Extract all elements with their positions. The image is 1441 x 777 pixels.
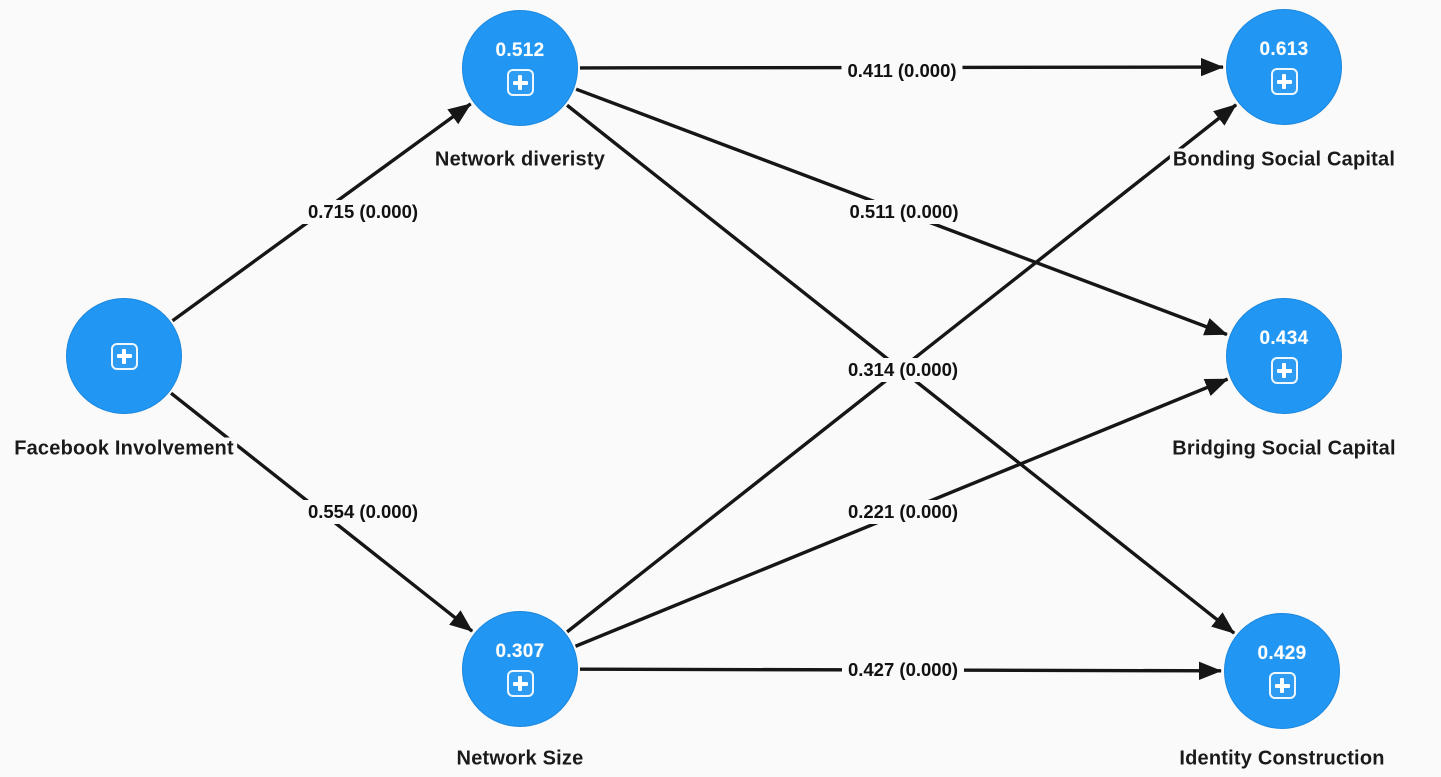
expand-plus-icon[interactable] <box>506 670 534 697</box>
r-squared-value: 0.307 <box>495 641 545 662</box>
plus-icon-bar <box>1282 363 1286 378</box>
expand-plus-icon[interactable] <box>1268 672 1296 699</box>
path-coefficient-label-network-size-to-bridging-social-capital[interactable]: 0.221 (0.000) <box>841 500 965 524</box>
latent-variable-node-bridging-social-capital[interactable]: 0.434 <box>1226 298 1342 414</box>
expand-plus-icon[interactable] <box>506 69 534 96</box>
latent-variable-node-network-size[interactable]: 0.307 <box>462 611 578 727</box>
latent-variable-node-bonding-social-capital[interactable]: 0.613 <box>1226 9 1342 125</box>
plus-icon-bar <box>518 676 522 691</box>
node-label-bonding-social-capital: Bonding Social Capital <box>1169 148 1399 172</box>
plus-icon-bar <box>518 75 522 90</box>
r-squared-value: 0.429 <box>1257 643 1307 664</box>
path-coefficient-label-network-diversity-to-bridging-social-capital[interactable]: 0.511 (0.000) <box>843 200 965 224</box>
path-coefficient-label-network-size-to-identity-construction[interactable]: 0.427 (0.000) <box>841 658 965 682</box>
plus-icon-bar <box>1280 678 1284 693</box>
path-coefficient-label-network-diversity-to-bonding-social-capital[interactable]: 0.411 (0.000) <box>841 59 963 83</box>
node-label-network-diversity: Network diveristy <box>431 148 609 172</box>
path-coefficient-label-facebook-involvement-to-network-diversity[interactable]: 0.715 (0.000) <box>301 200 425 224</box>
expand-plus-icon[interactable] <box>110 342 138 370</box>
expand-plus-icon[interactable] <box>1270 68 1298 95</box>
latent-variable-node-network-diversity[interactable]: 0.512 <box>462 10 578 126</box>
node-label-identity-construction: Identity Construction <box>1176 747 1388 771</box>
r-squared-value: 0.434 <box>1259 328 1309 349</box>
latent-variable-node-identity-construction[interactable]: 0.429 <box>1224 613 1340 729</box>
node-label-network-size: Network Size <box>453 747 587 771</box>
r-squared-value: 0.512 <box>495 40 545 61</box>
path-coefficient-label-network-size-to-bonding-social-capital[interactable]: 0.314 (0.000) <box>841 358 965 382</box>
expand-plus-icon[interactable] <box>1270 357 1298 384</box>
node-label-bridging-social-capital: Bridging Social Capital <box>1169 437 1399 461</box>
path-coefficient-label-facebook-involvement-to-network-size[interactable]: 0.554 (0.000) <box>301 500 425 524</box>
r-squared-value: 0.613 <box>1259 39 1309 60</box>
node-label-facebook-involvement: Facebook Involvement <box>11 437 237 461</box>
plus-icon-bar <box>1282 74 1286 89</box>
plus-icon-bar <box>122 348 126 364</box>
latent-variable-node-facebook-involvement[interactable] <box>66 298 182 414</box>
